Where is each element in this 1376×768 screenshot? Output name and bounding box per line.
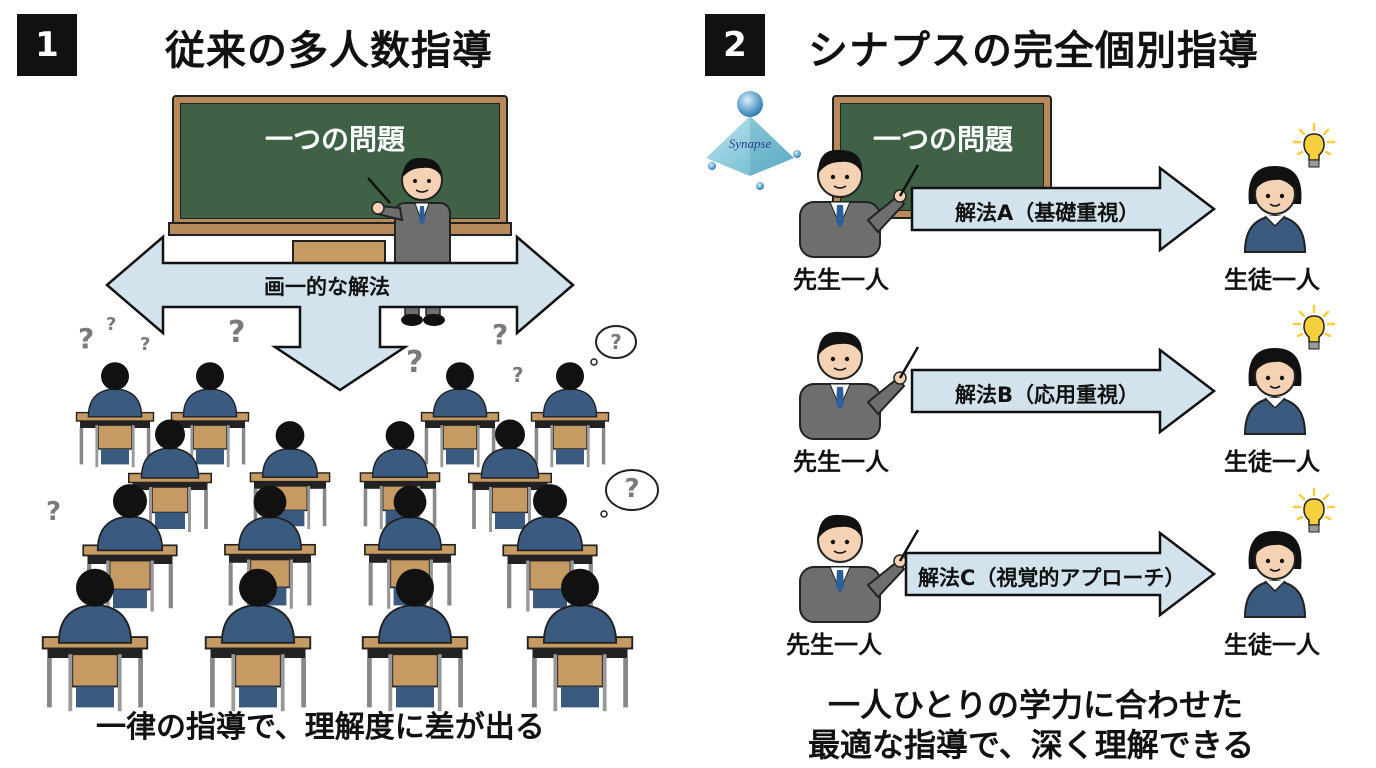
teacher-label: 先生一人 (793, 448, 889, 476)
method-label: 解法A（基礎重視） (955, 201, 1140, 225)
question-mark-icon: ? (512, 363, 524, 387)
method-label: 解法C（視覚的アプローチ） (918, 566, 1186, 590)
student-at-desk (530, 362, 610, 468)
lightbulb-icon (1292, 122, 1336, 168)
student-at-desk (75, 362, 155, 468)
section-2-caption-line1: 一人ひとりの学力に合わせた (828, 686, 1244, 724)
uniform-method-arrow (105, 234, 575, 392)
section-1-title: 従来の多人数指導 (165, 28, 493, 74)
section-2-caption-line2: 最適な指導で、深く理解できる (808, 726, 1255, 764)
lightbulb-icon (1292, 487, 1336, 533)
board-text-left: 一つの問題 (265, 123, 406, 156)
chalkboard-left (172, 95, 508, 231)
question-mark-icon: ? (140, 334, 150, 355)
teacher-figure (799, 331, 920, 440)
thought-bubble-icon (605, 469, 659, 511)
thought-bubble-dot (590, 358, 598, 366)
synapse-logo: Synapse (706, 91, 801, 190)
student-at-desk (526, 568, 634, 712)
section-1-badge: 1 (17, 14, 77, 76)
question-mark-icon: ? (610, 330, 622, 354)
question-mark-icon: ? (78, 322, 94, 355)
student-figure (1243, 166, 1307, 253)
classroom-illustration: ?????????? (41, 314, 659, 712)
section-2-title: シナプスの完全個別指導 (808, 28, 1259, 74)
section-1-caption: 一律の指導で、理解度に差が出る (96, 710, 545, 745)
student-at-desk (502, 484, 598, 612)
board-text-right: 一つの問題 (873, 123, 1014, 156)
student-label: 生徒一人 (1224, 631, 1320, 659)
uniform-method-label: 画一的な解法 (264, 275, 390, 299)
student-at-desk (420, 362, 500, 468)
question-mark-icon: ? (492, 318, 508, 351)
student-figure (1243, 531, 1307, 618)
student-label: 生徒一人 (1224, 448, 1320, 476)
lectern (292, 240, 386, 264)
question-mark-icon: ? (624, 474, 639, 504)
method-arrow (910, 165, 1217, 253)
student-label: 生徒一人 (1224, 266, 1320, 294)
lightbulb-icon (1292, 304, 1336, 350)
question-mark-icon: ? (46, 497, 61, 527)
question-mark-icon: ? (228, 315, 245, 350)
thought-bubble-icon (595, 325, 637, 359)
teacher-figure (799, 149, 920, 258)
student-at-desk (361, 568, 469, 712)
thought-bubble-dot (600, 510, 608, 518)
teacher-label: 先生一人 (793, 266, 889, 294)
section-2-badge: 2 (705, 14, 765, 76)
student-at-desk (41, 568, 149, 712)
method-arrow (904, 530, 1217, 618)
method-label: 解法B（応用重視） (955, 383, 1140, 407)
method-arrow (910, 347, 1217, 435)
teacher-label: 先生一人 (786, 631, 882, 659)
teacher-figure (799, 514, 920, 623)
logo-text: Synapse (729, 136, 772, 151)
student-at-desk (204, 568, 312, 712)
question-mark-icon: ? (106, 314, 116, 335)
question-mark-icon: ? (406, 345, 423, 380)
student-figure (1243, 348, 1307, 435)
student-at-desk (468, 419, 552, 532)
